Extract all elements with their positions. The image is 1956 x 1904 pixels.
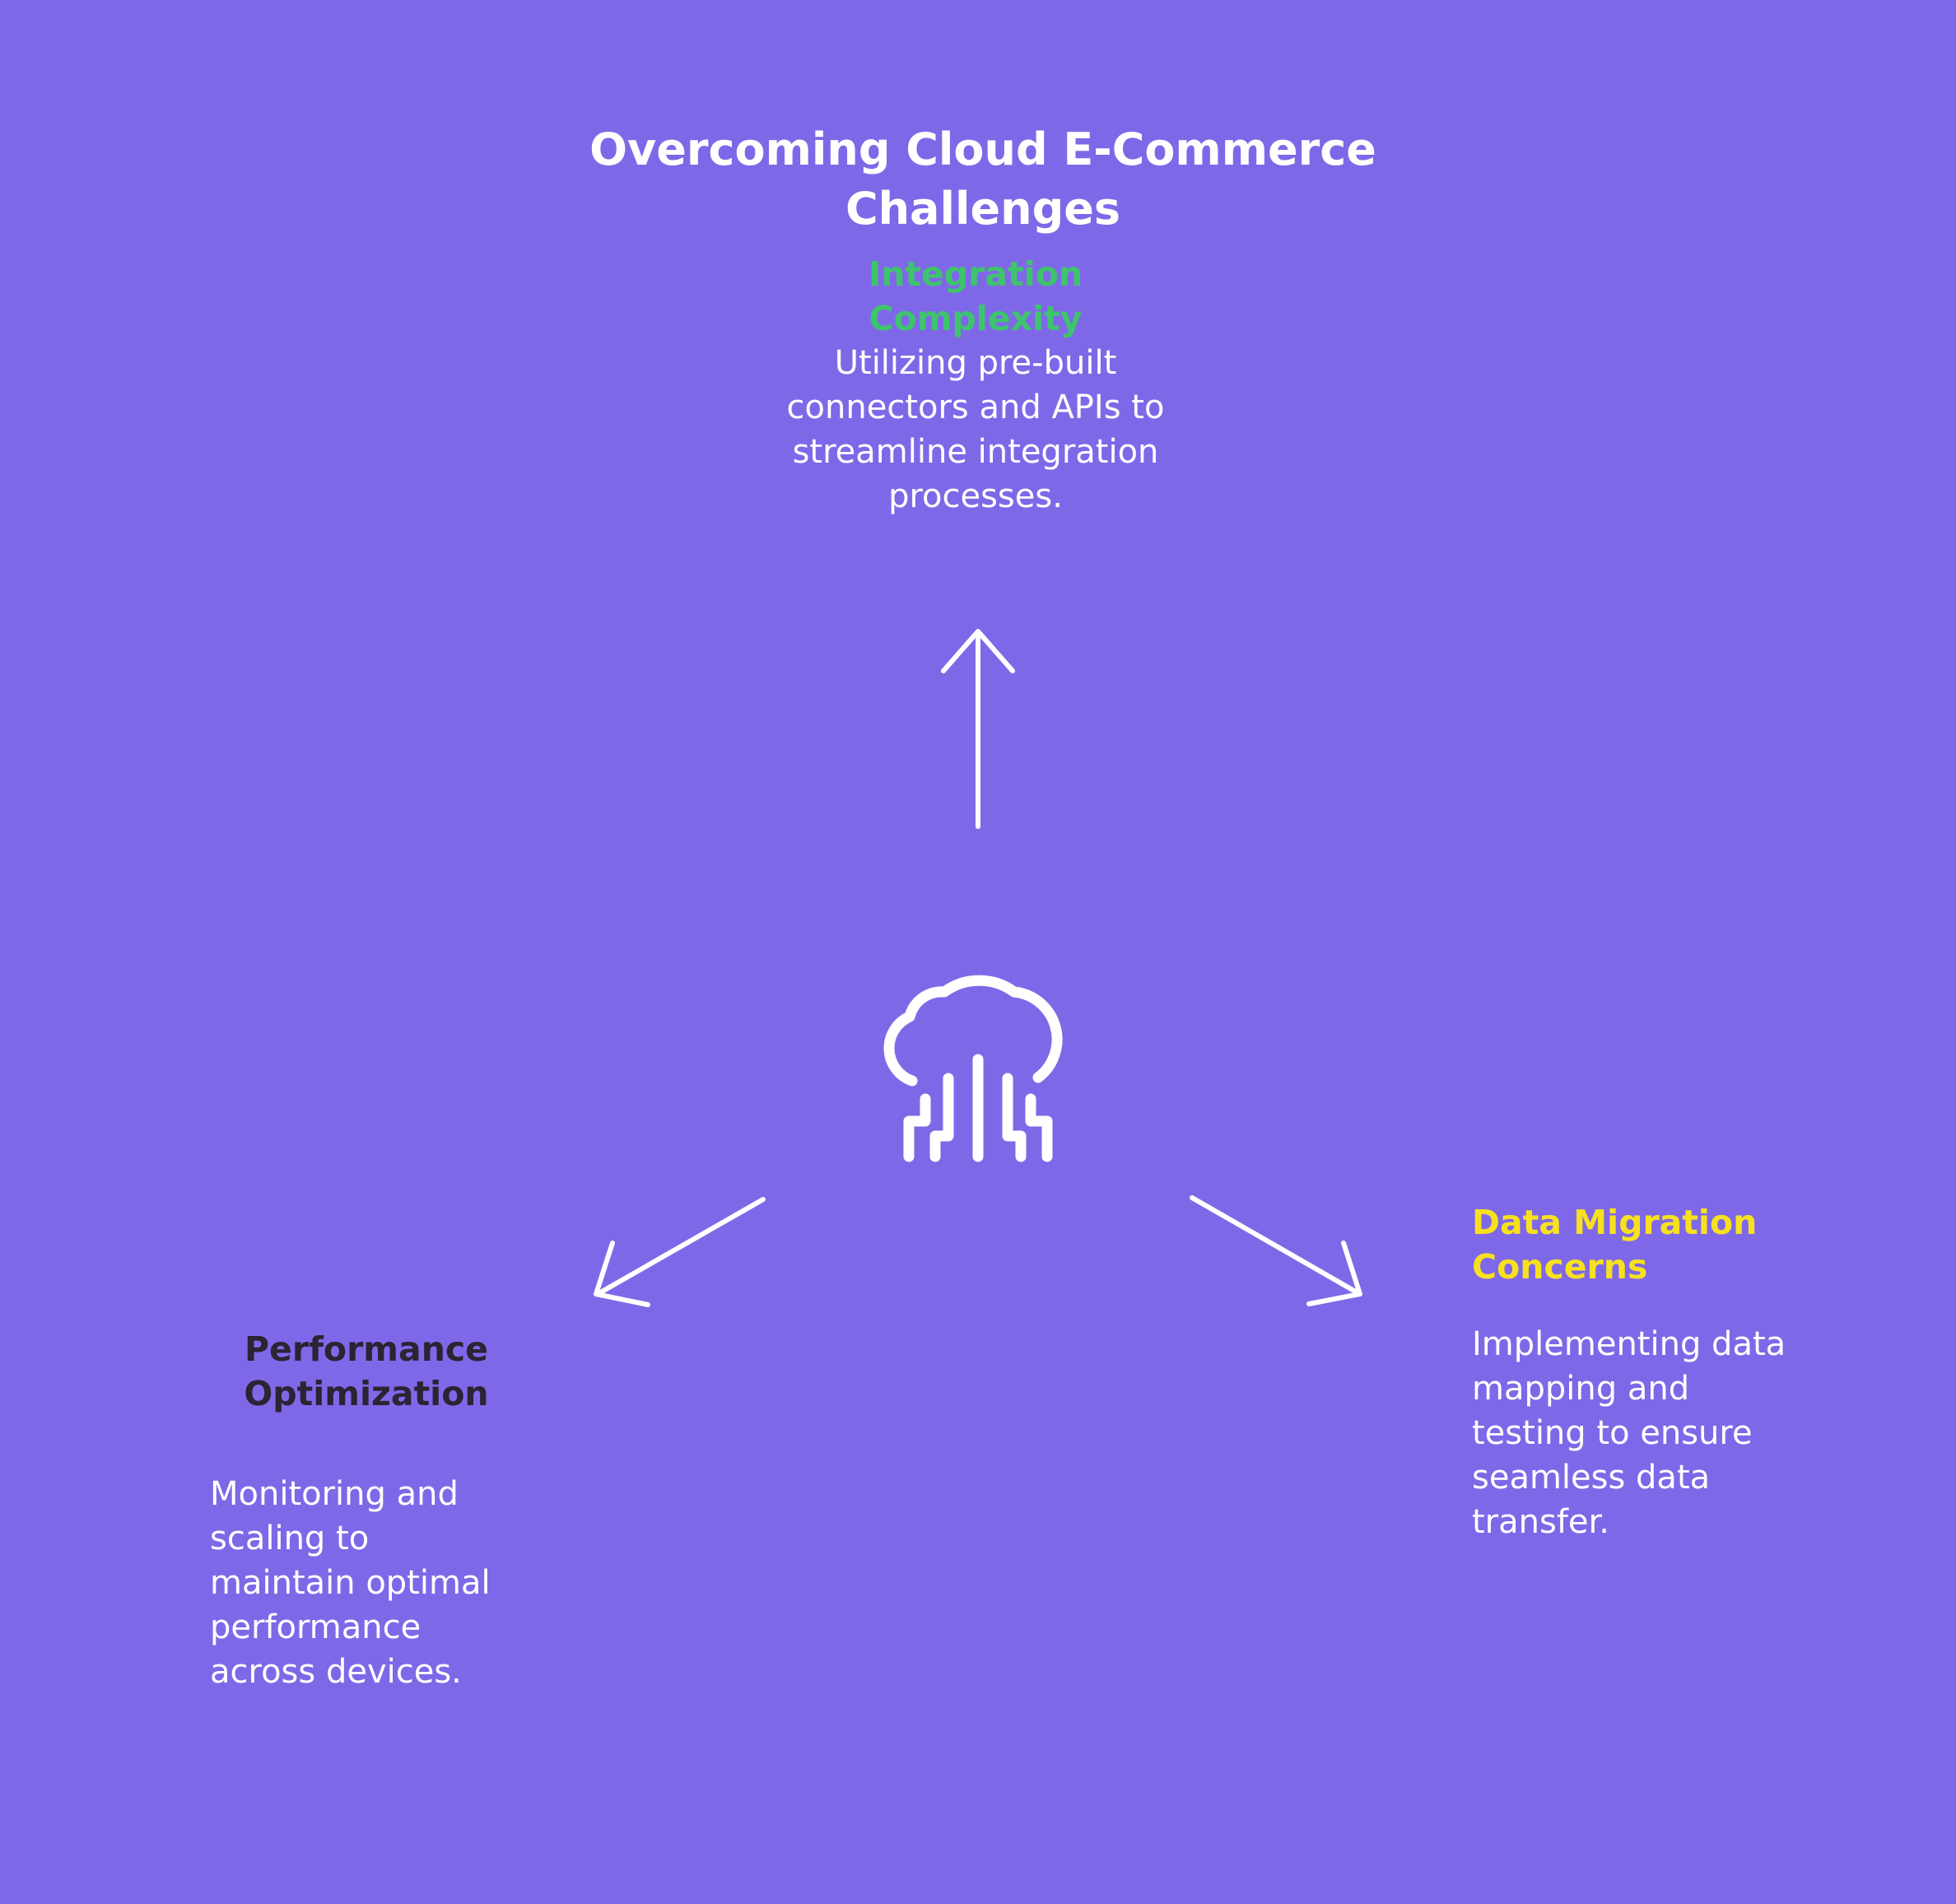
branch-performance-optimization: Performance Optimization Monitoring and … bbox=[210, 1327, 523, 1694]
arrow-down-left bbox=[594, 1197, 766, 1307]
branch-data-migration-concerns: Data Migration Concerns Implementing dat… bbox=[1472, 1200, 1801, 1544]
arrow-up bbox=[941, 629, 1015, 829]
branch-description: Monitoring and scaling to maintain optim… bbox=[210, 1475, 491, 1691]
cloud-circuit-icon bbox=[883, 975, 1063, 1162]
diagram-title: Overcoming Cloud E-Commerce Challenges bbox=[589, 123, 1376, 235]
arrow-down-right bbox=[1190, 1195, 1362, 1306]
branch-description: Implementing data mapping and testing to… bbox=[1472, 1325, 1786, 1541]
branch-integration-complexity: Integration Complexity Utilizing pre-bui… bbox=[774, 252, 1177, 519]
branch-heading: Integration Complexity bbox=[868, 254, 1083, 338]
branch-heading: Performance Optimization bbox=[244, 1329, 489, 1413]
branch-heading: Data Migration Concerns bbox=[1472, 1203, 1758, 1287]
branch-description: Utilizing pre-built connectors and APIs … bbox=[786, 344, 1165, 515]
